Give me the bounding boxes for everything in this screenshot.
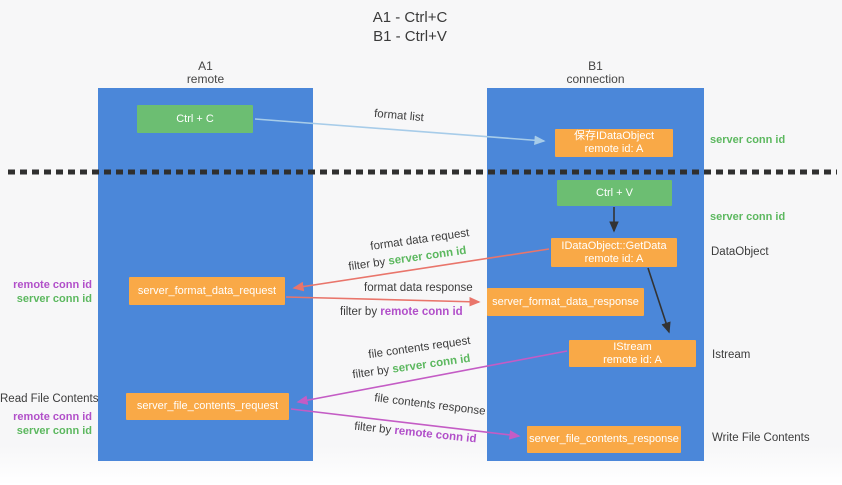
node-idataobject-getdata: IDataObject::GetData remote id: A xyxy=(551,238,677,267)
node-save-idataobject-line2: remote id: A xyxy=(584,143,644,155)
title-line-1: A1 - Ctrl+C xyxy=(372,9,448,26)
column-b1-subtitle: connection xyxy=(566,72,625,86)
node-ctrl-v-label: Ctrl + V xyxy=(596,186,633,199)
node-server-file-contents-response: server_file_contents_response xyxy=(527,426,681,453)
label-filter-by-remote-2: filter by remote conn id xyxy=(354,421,477,446)
node-format-response-label: server_format_data_response xyxy=(492,295,639,308)
filter-by-text: filter by xyxy=(340,306,378,318)
column-a1-subtitle: remote xyxy=(186,72,225,86)
annotation-remote-conn-id-2: remote conn id xyxy=(13,411,92,423)
filter-by-text: filter by xyxy=(351,364,391,382)
column-header-b1: B1 connection xyxy=(487,60,704,86)
remote-conn-id-text: remote conn id xyxy=(393,424,478,446)
annotation-conn-ids-file: remote conn id server conn id xyxy=(0,410,92,438)
arrow-format-data-response xyxy=(285,296,481,307)
label-file-contents-response: file contents response xyxy=(373,392,487,418)
column-a1-name: A1 xyxy=(198,59,213,73)
node-file-request-label: server_file_contents_request xyxy=(136,400,279,412)
annotation-server-conn-id-2: server conn id xyxy=(16,425,92,437)
node-ctrl-c-label: Ctrl + C xyxy=(176,112,214,125)
label-filter-by-server-1: filter by server conn id xyxy=(348,245,467,273)
remote-conn-id-text: remote conn id xyxy=(380,306,463,318)
annotation-server-conn-id-mid: server conn id xyxy=(710,211,786,223)
node-ctrl-c: Ctrl + C xyxy=(137,105,253,133)
annotation-dataobject: DataObject xyxy=(711,246,769,258)
node-format-request-label: server_format_data_request xyxy=(137,284,277,297)
label-filter-by-remote-1: filter by remote conn id xyxy=(340,306,463,318)
annotation-server-conn-id-1: server conn id xyxy=(16,293,92,305)
diagram-title: A1 - Ctrl+C B1 - Ctrl+V xyxy=(0,8,820,46)
node-getdata-line2: remote id: A xyxy=(584,252,644,265)
node-server-format-data-response: server_format_data_response xyxy=(487,288,644,316)
node-server-format-data-request: server_format_data_request xyxy=(129,277,285,305)
filter-by-text: filter by xyxy=(353,420,392,437)
node-save-idataobject: 保存IDataObject remote id: A xyxy=(555,129,673,157)
annotation-remote-conn-id-1: remote conn id xyxy=(13,279,92,291)
column-header-a1: A1 remote xyxy=(98,60,313,86)
title-line-2: B1 - Ctrl+V xyxy=(373,28,447,45)
annotation-server-conn-id-top: server conn id xyxy=(710,134,786,146)
node-save-idataobject-line1: 保存IDataObject xyxy=(573,130,655,142)
annotation-conn-ids-format: remote conn id server conn id xyxy=(0,278,92,306)
node-istream-line1: IStream xyxy=(613,340,652,353)
node-server-file-contents-request: server_file_contents_request xyxy=(126,393,289,420)
annotation-read-file-contents: Read File Contents xyxy=(0,393,99,405)
label-format-list: format list xyxy=(373,107,425,125)
column-b1-name: B1 xyxy=(588,59,603,73)
node-ctrl-v: Ctrl + V xyxy=(557,180,672,206)
filter-by-text: filter by xyxy=(347,256,387,274)
node-istream-line2: remote id: A xyxy=(603,353,662,366)
label-format-data-response: format data response xyxy=(364,282,473,294)
node-getdata-line1: IDataObject::GetData xyxy=(561,239,667,252)
node-file-response-label: server_file_contents_response xyxy=(529,433,679,445)
annotation-write-file-contents: Write File Contents xyxy=(712,432,810,444)
node-istream: IStream remote id: A xyxy=(569,340,696,367)
annotation-istream: Istream xyxy=(712,349,751,361)
